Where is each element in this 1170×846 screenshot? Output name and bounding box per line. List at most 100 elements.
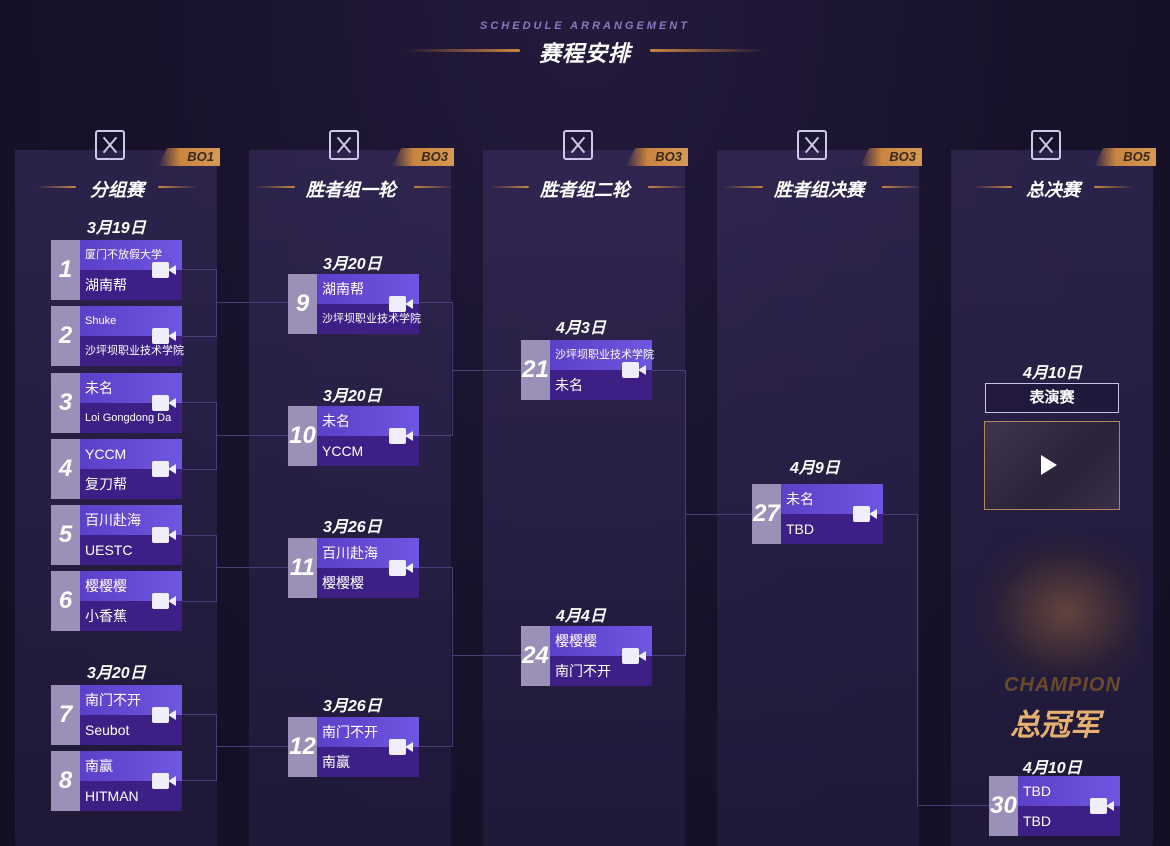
match-number: 12 bbox=[288, 717, 317, 777]
match-card-21[interactable]: 21 沙坪坝职业技术学院 未名 bbox=[521, 340, 654, 400]
match-date: 4月10日 bbox=[1023, 760, 1082, 777]
team-2-name: 南赢 bbox=[317, 747, 419, 777]
video-camera-icon[interactable] bbox=[1090, 798, 1114, 814]
play-icon[interactable] bbox=[1041, 455, 1057, 475]
bracket-line bbox=[182, 601, 217, 602]
column-winners-r2 bbox=[483, 150, 685, 846]
bo-badge: BO1 bbox=[158, 148, 220, 166]
video-camera-icon[interactable] bbox=[152, 707, 176, 723]
dota-logo-icon bbox=[563, 130, 593, 160]
exhibition-video-thumbnail[interactable] bbox=[984, 421, 1120, 510]
column-title: 总决赛 bbox=[1026, 180, 1080, 200]
match-card-4[interactable]: 4 YCCM 复刀帮 bbox=[51, 439, 182, 499]
header-title: 赛程安排 bbox=[538, 41, 631, 66]
match-date: 4月3日 bbox=[556, 320, 606, 337]
column-title: 胜者组二轮 bbox=[540, 180, 630, 200]
match-number: 4 bbox=[51, 439, 80, 499]
video-camera-icon[interactable] bbox=[622, 648, 646, 664]
column-title: 胜者组决赛 bbox=[774, 180, 864, 200]
bracket-line bbox=[182, 336, 217, 337]
video-camera-icon[interactable] bbox=[389, 428, 413, 444]
title-line bbox=[882, 186, 922, 188]
match-number: 1 bbox=[51, 240, 80, 300]
match-card-3[interactable]: 3 未名 Loi Gongdong Da bbox=[51, 373, 182, 433]
video-camera-icon[interactable] bbox=[152, 328, 176, 344]
match-number: 21 bbox=[521, 340, 550, 400]
bracket-line bbox=[419, 302, 453, 303]
match-card-7[interactable]: 7 南门不开 Seubot bbox=[51, 685, 182, 745]
video-camera-icon[interactable] bbox=[152, 773, 176, 789]
bracket-line bbox=[652, 370, 686, 371]
bracket-line bbox=[182, 402, 217, 403]
champion-hero-image bbox=[975, 535, 1140, 675]
match-number: 27 bbox=[752, 484, 781, 544]
match-card-5[interactable]: 5 百川赴海 UESTC bbox=[51, 505, 182, 565]
bracket-line bbox=[216, 714, 217, 781]
bracket-line bbox=[419, 567, 453, 568]
bracket-line bbox=[216, 746, 288, 747]
video-camera-icon[interactable] bbox=[389, 560, 413, 576]
match-card-1[interactable]: 1 厦门不放假大学 湖南帮 bbox=[51, 240, 182, 300]
title-line bbox=[36, 186, 76, 188]
match-card-24[interactable]: 24 樱樱樱 南门不开 bbox=[521, 626, 652, 686]
bracket-line bbox=[182, 269, 217, 270]
bracket-line bbox=[452, 655, 522, 656]
bo-badge: BO3 bbox=[626, 148, 688, 166]
champion-title-en: CHAMPION bbox=[1004, 674, 1121, 696]
bracket-line bbox=[216, 435, 288, 436]
match-card-8[interactable]: 8 南赢 HITMAN bbox=[51, 751, 182, 811]
title-line bbox=[972, 186, 1012, 188]
title-line bbox=[723, 186, 763, 188]
video-camera-icon[interactable] bbox=[389, 739, 413, 755]
column-title: 分组赛 bbox=[90, 180, 144, 200]
bracket-line bbox=[216, 567, 288, 568]
match-number: 5 bbox=[51, 505, 80, 565]
match-number: 6 bbox=[51, 571, 80, 631]
title-line bbox=[1094, 186, 1134, 188]
video-camera-icon[interactable] bbox=[152, 527, 176, 543]
match-number: 30 bbox=[989, 776, 1018, 836]
match-card-30[interactable]: 30 TBD TBD bbox=[989, 776, 1120, 836]
match-date: 4月9日 bbox=[790, 460, 840, 477]
match-number: 8 bbox=[51, 751, 80, 811]
bracket-line bbox=[917, 805, 989, 806]
video-camera-icon[interactable] bbox=[152, 461, 176, 477]
title-line bbox=[414, 186, 454, 188]
video-camera-icon[interactable] bbox=[853, 506, 877, 522]
team-1-name: 樱樱樱 bbox=[80, 571, 182, 601]
video-camera-icon[interactable] bbox=[389, 296, 413, 312]
bracket-line bbox=[452, 370, 522, 371]
match-number: 11 bbox=[288, 538, 317, 598]
title-line bbox=[489, 186, 529, 188]
match-card-10[interactable]: 10 未名 YCCM bbox=[288, 406, 419, 466]
match-number: 24 bbox=[521, 626, 550, 686]
match-number: 3 bbox=[51, 373, 80, 433]
bracket-line bbox=[182, 535, 217, 536]
video-camera-icon[interactable] bbox=[152, 593, 176, 609]
match-card-11[interactable]: 11 百川赴海 樱樱樱 bbox=[288, 538, 419, 598]
bracket-line bbox=[182, 469, 217, 470]
bracket-line bbox=[452, 567, 453, 747]
team-2-name: TBD bbox=[781, 514, 883, 544]
bracket-line bbox=[216, 402, 217, 470]
dota-logo-icon bbox=[95, 130, 125, 160]
video-camera-icon[interactable] bbox=[152, 262, 176, 278]
team-1-name: 未名 bbox=[80, 373, 182, 403]
bo-badge: BO3 bbox=[860, 148, 922, 166]
bracket-line bbox=[182, 714, 217, 715]
video-camera-icon[interactable] bbox=[622, 362, 646, 378]
match-date: 3月20日 bbox=[87, 665, 146, 682]
video-camera-icon[interactable] bbox=[152, 395, 176, 411]
match-date: 4月10日 bbox=[1023, 365, 1082, 382]
match-number: 10 bbox=[288, 406, 317, 466]
match-date: 3月20日 bbox=[323, 256, 382, 273]
match-date: 3月20日 bbox=[323, 388, 382, 405]
title-line bbox=[255, 186, 295, 188]
match-number: 2 bbox=[51, 306, 80, 366]
match-card-9[interactable]: 9 湖南帮 沙坪坝职业技术学院 bbox=[288, 274, 421, 334]
match-card-2[interactable]: 2 Shuke 沙坪坝职业技术学院 bbox=[51, 306, 184, 366]
match-card-27[interactable]: 27 未名 TBD bbox=[752, 484, 883, 544]
match-card-6[interactable]: 6 樱樱樱 小香蕉 bbox=[51, 571, 182, 631]
match-card-12[interactable]: 12 南门不开 南赢 bbox=[288, 717, 419, 777]
header-line-left bbox=[405, 49, 520, 52]
